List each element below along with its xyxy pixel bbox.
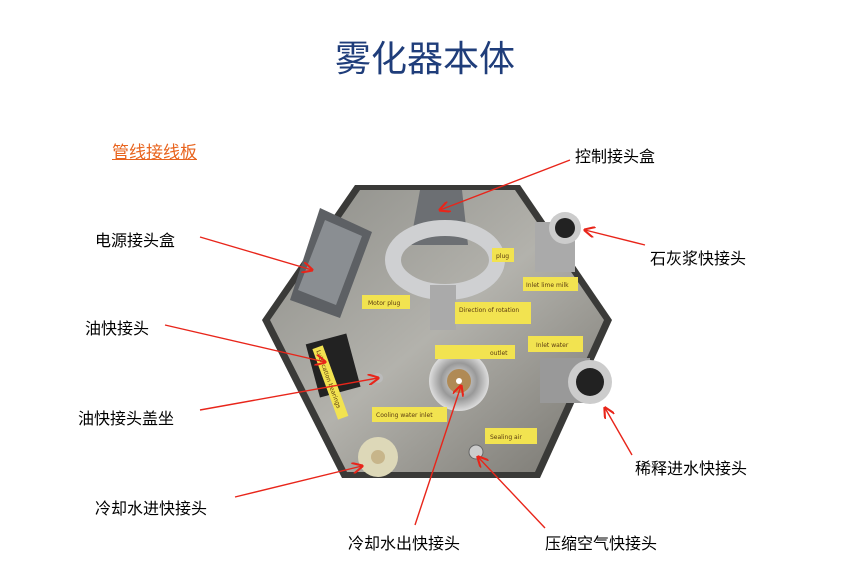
plate-sealing-air: Sealing air [490,434,522,441]
arrow-lime [585,230,646,246]
callout-cooling-in: 冷却水进快接头 [95,499,208,518]
sealing-air-port [468,444,484,460]
lime-coupling [535,212,581,272]
arrow-dilution [605,408,633,456]
callout-oil-coupling: 油快接头 [85,319,150,338]
power-plug-box [290,208,372,318]
plate-inlet-lime-milk: Inlet lime milk [526,282,569,289]
plate-outlet: outlet [490,350,508,357]
callout-cooling-out: 冷却水出快接头 [348,534,461,553]
callout-control-box: 控制接头盒 [575,147,656,166]
arrow-power [199,236,312,270]
plate-direction: Direction of rotation [459,307,519,314]
arrow-cooling-out [414,386,461,526]
plate-motor-plug: Motor plug [368,300,401,307]
arrow-cooling-in [234,466,362,498]
plate-inlet-water: Inlet water [536,342,569,349]
callout-oil-coupling-seat: 油快接头盖坐 [78,409,175,428]
callout-dilution-water: 稀释进水快接头 [635,459,748,478]
callout-air-coupling: 压缩空气快接头 [545,534,658,553]
callout-arrows [164,159,646,529]
arrow-oil [164,324,325,362]
page-title: 雾化器本体 [334,39,515,80]
section-subtitle: 管线接线板 [112,143,197,163]
dilution-water-coupling [540,358,612,404]
callout-lime-coupling: 石灰浆快接头 [650,249,747,268]
arrow-oil-seat [199,378,378,411]
callout-power-box: 电源接头盒 [95,231,176,250]
arrow-air [478,457,546,529]
arrow-control [440,159,571,210]
plate-plug: plug [496,253,509,260]
plate-cooling-inlet: Cooling water inlet [376,412,433,419]
